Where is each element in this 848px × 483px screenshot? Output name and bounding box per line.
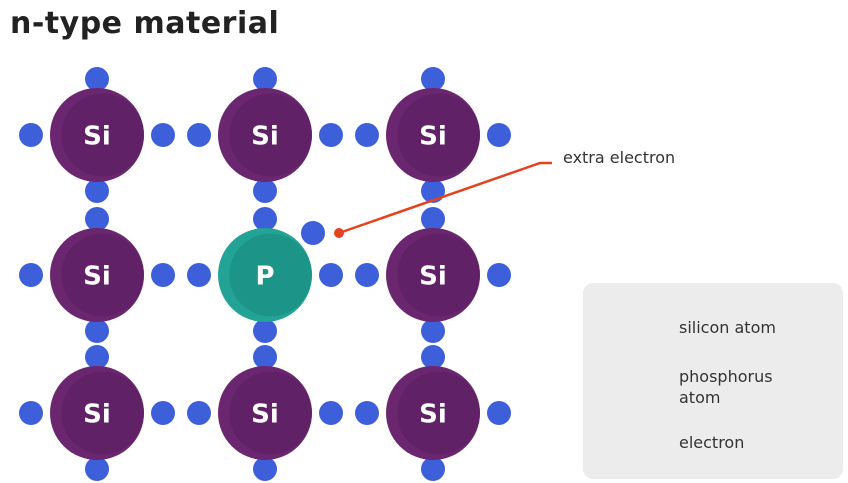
silicon-atom-label: Si xyxy=(83,399,111,429)
electron xyxy=(85,67,109,91)
electron xyxy=(421,67,445,91)
electron xyxy=(421,345,445,369)
silicon-atom-shade xyxy=(397,93,481,177)
electron xyxy=(85,319,109,343)
phosphorus-atom-shade xyxy=(229,233,312,317)
legend-phosphorus-label-line1: phosphorus xyxy=(679,367,773,386)
silicon-atom-label: Si xyxy=(419,261,447,291)
page-title: n-type material xyxy=(10,6,280,41)
electron xyxy=(253,67,277,91)
legend-phosphorus-label-line2: atom xyxy=(679,388,721,407)
silicon-atom-shade xyxy=(397,233,481,317)
electron xyxy=(253,319,277,343)
silicon-atom-shade xyxy=(61,233,144,317)
silicon-atom-shade xyxy=(397,371,481,455)
silicon-atom-shade xyxy=(229,93,312,177)
electron xyxy=(19,123,43,147)
phosphorus-atom-label: P xyxy=(255,261,274,291)
electron xyxy=(421,207,445,231)
electron xyxy=(421,457,445,481)
electron xyxy=(421,319,445,343)
electron xyxy=(487,123,511,147)
electron xyxy=(319,123,343,147)
silicon-atom-label: Si xyxy=(251,121,279,151)
electron xyxy=(151,123,175,147)
electron xyxy=(253,179,277,203)
legend-silicon-label: silicon atom xyxy=(679,318,776,337)
electron xyxy=(85,207,109,231)
silicon-atom-label: Si xyxy=(419,121,447,151)
silicon-atom-label: Si xyxy=(83,121,111,151)
silicon-atom-label: Si xyxy=(83,261,111,291)
callout-dot xyxy=(334,228,344,238)
electron xyxy=(355,263,379,287)
electron xyxy=(187,123,211,147)
electron xyxy=(319,401,343,425)
electron xyxy=(253,457,277,481)
callout-line xyxy=(338,161,552,235)
electron xyxy=(19,401,43,425)
silicon-atom-label: Si xyxy=(251,399,279,429)
electron xyxy=(85,345,109,369)
electron xyxy=(151,401,175,425)
electron xyxy=(187,401,211,425)
silicon-atom-shade xyxy=(229,371,312,455)
legend-electron-label: electron xyxy=(679,433,745,452)
extra-electron-label: extra electron xyxy=(563,148,676,167)
silicon-atom-shade xyxy=(61,93,144,177)
electron xyxy=(151,263,175,287)
electron xyxy=(301,221,325,245)
electron xyxy=(85,179,109,203)
electron xyxy=(187,263,211,287)
electron xyxy=(19,263,43,287)
electron xyxy=(355,401,379,425)
electron xyxy=(487,263,511,287)
silicon-atom-shade xyxy=(61,371,144,455)
silicon-atom-label: Si xyxy=(419,399,447,429)
legend xyxy=(583,283,843,479)
electron xyxy=(487,401,511,425)
electron xyxy=(85,457,109,481)
electron xyxy=(355,123,379,147)
electron xyxy=(253,207,277,231)
electron xyxy=(253,345,277,369)
electron xyxy=(319,263,343,287)
